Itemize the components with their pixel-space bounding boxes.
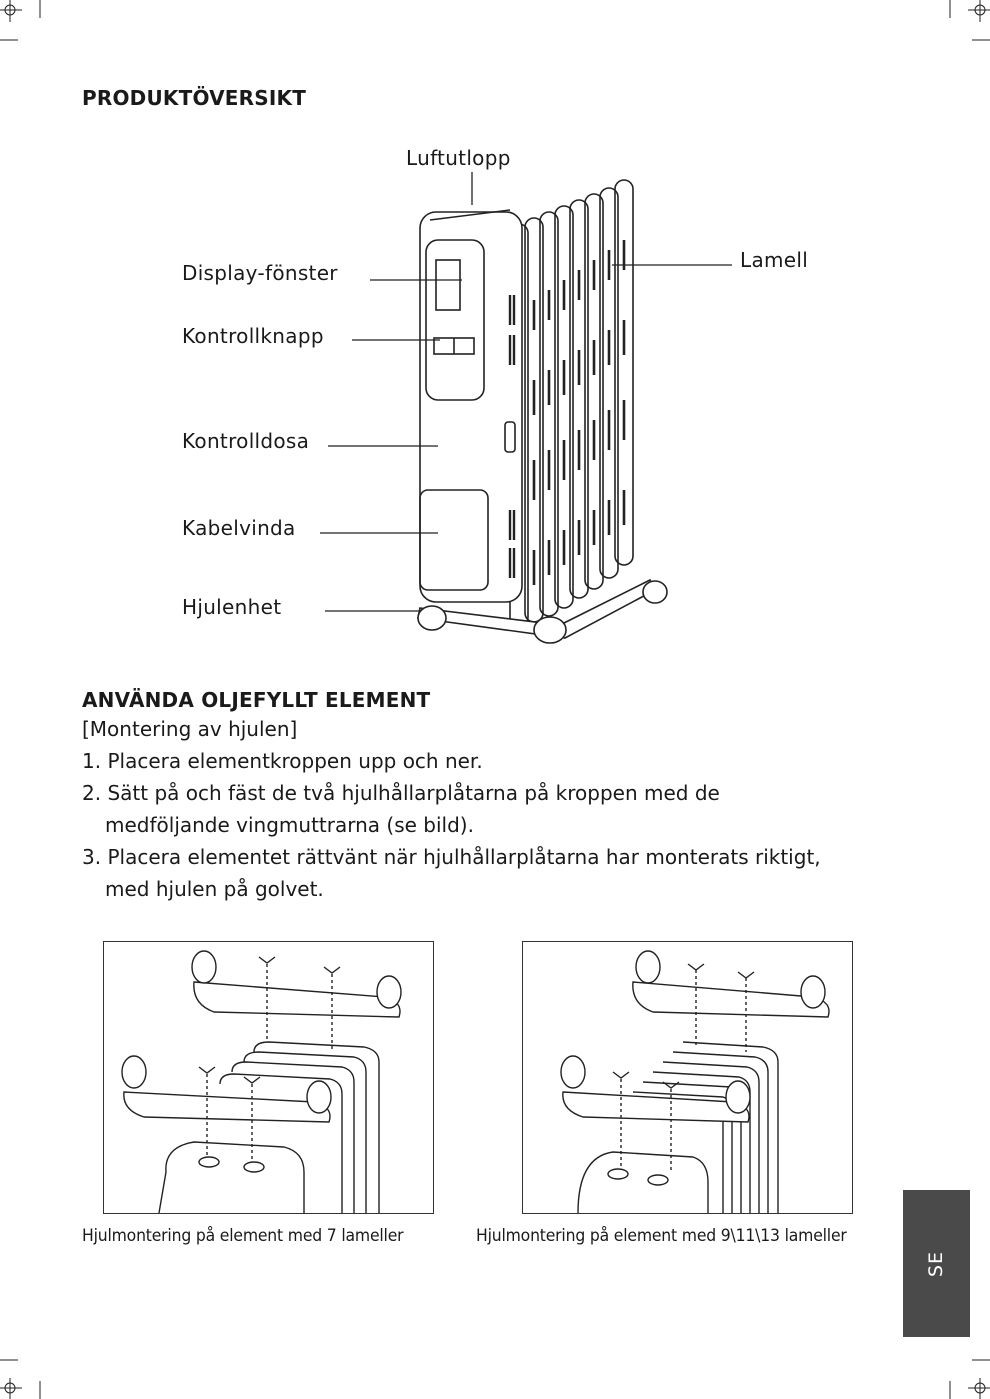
step-number: 1. <box>82 749 102 773</box>
section-heading-usage: ANVÄNDA OLJEFYLLT ELEMENT <box>82 688 431 712</box>
label-wheel-unit: Hjulenhet <box>182 595 282 619</box>
label-control-box: Kontrolldosa <box>182 429 310 453</box>
step-text: Placera elementkroppen upp och ner. <box>107 749 483 773</box>
step-1: 1. Placera elementkroppen upp och ner. <box>82 745 483 777</box>
section-heading-overview: PRODUKTÖVERSIKT <box>82 86 307 110</box>
language-tab: SE <box>903 1190 970 1337</box>
wheel-assembly-illustration <box>121 950 402 1213</box>
step-number: 3. <box>82 845 102 869</box>
label-air-outlet: Luftutlopp <box>406 146 511 170</box>
caption-7-fins: Hjulmontering på element med 7 lameller <box>82 1226 404 1246</box>
step-text: Sätt på och fäst de två hjulhållarplåtar… <box>107 781 720 805</box>
figure-9-11-13-fins <box>522 941 853 1214</box>
wheel-assembly-illustration <box>560 950 830 1213</box>
label-display-window: Display-fönster <box>182 261 338 285</box>
label-control-knob: Kontrollknapp <box>182 324 324 348</box>
step-3: 3. Placera elementet rättvänt när hjulhå… <box>82 841 821 905</box>
figure-7-fins <box>103 941 434 1214</box>
step-2: 2. Sätt på och fäst de två hjulhållarplå… <box>82 777 720 841</box>
heater-illustration <box>417 179 668 644</box>
step-text: Placera elementet rättvänt när hjulhålla… <box>107 845 821 869</box>
label-cable-wind: Kabelvinda <box>182 516 296 540</box>
leader-lines <box>320 172 732 612</box>
step-text-cont: medföljande vingmuttrarna (se bild). <box>105 813 474 837</box>
step-number: 2. <box>82 781 102 805</box>
caption-9-11-13-fins: Hjulmontering på element med 9\11\13 lam… <box>476 1226 847 1246</box>
step-text-cont: med hjulen på golvet. <box>105 877 324 901</box>
language-tab-label: SE <box>925 1250 948 1277</box>
subheading-wheel-mounting: [Montering av hjulen] <box>82 717 298 741</box>
label-fin: Lamell <box>740 248 809 272</box>
